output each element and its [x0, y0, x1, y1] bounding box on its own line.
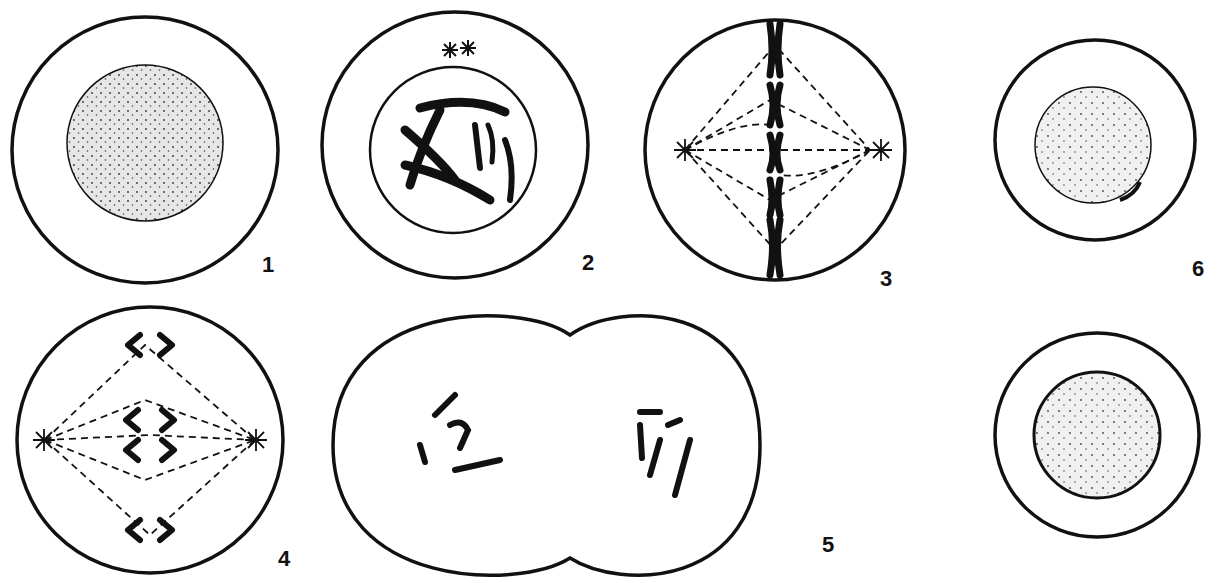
- cell-membrane: [645, 20, 905, 280]
- callout-number: 3: [880, 268, 892, 290]
- callout-number: 4: [278, 548, 290, 570]
- nucleus: [67, 65, 223, 221]
- cell-membrane: [322, 12, 588, 278]
- chromosome: [126, 335, 174, 540]
- aster: [33, 429, 267, 451]
- cell-membrane: [17, 307, 283, 573]
- cell-membrane: [995, 40, 1195, 240]
- centrosome: [442, 40, 476, 58]
- nucleus: [1034, 372, 1160, 498]
- dividing-cell: [333, 316, 760, 575]
- chromosome: [420, 395, 690, 495]
- chromosome: [770, 24, 780, 275]
- nucleus: [370, 67, 536, 233]
- cell-membrane: [995, 333, 1199, 537]
- nucleus: [1035, 87, 1151, 203]
- cell-membrane: [12, 17, 278, 283]
- callout-number: 1: [262, 254, 274, 276]
- callout-number: 6: [1192, 258, 1204, 280]
- callout-number: 5: [822, 534, 834, 556]
- chromosome: [405, 102, 512, 200]
- callout-number: 2: [582, 252, 594, 274]
- spindle-fiber: [45, 345, 255, 535]
- aster: [674, 139, 892, 161]
